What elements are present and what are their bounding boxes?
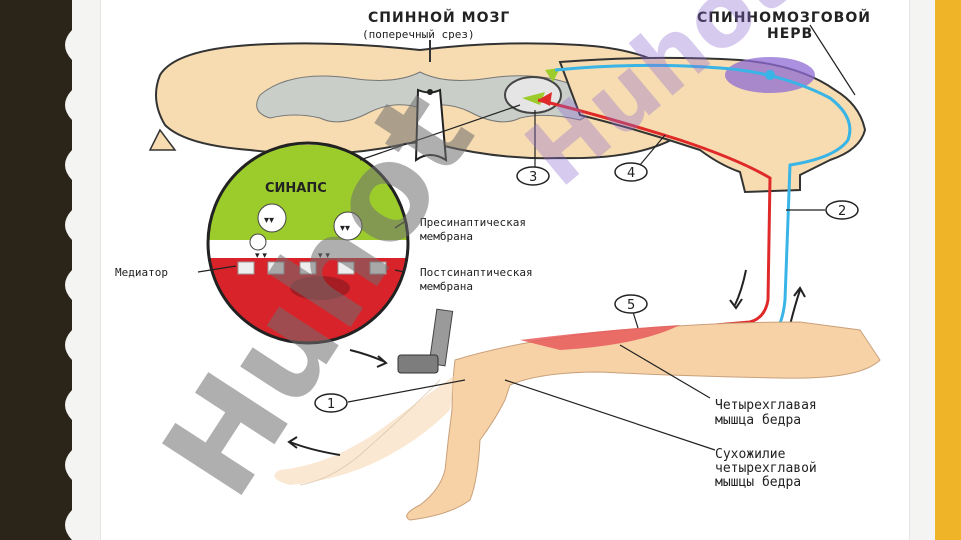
synapse-label: СИНАПС [265, 181, 327, 196]
presynaptic-label: Пресинаптическая [420, 216, 526, 229]
marker-3: 3 [516, 166, 550, 186]
svg-text:▾ ▾: ▾ ▾ [318, 251, 330, 261]
spinal-cord-section [148, 40, 695, 162]
svg-text:3: 3 [529, 170, 537, 185]
muscle-label-2: мышца бедра [715, 413, 801, 428]
nerve-title: СПИННОМОЗГОВОЙ [697, 9, 871, 26]
reflex-hammer-icon [349, 308, 454, 374]
anterior-fissure [414, 88, 448, 162]
tendon-label-2: четырехглавой [715, 461, 817, 476]
left-wavy-edge [65, 0, 100, 540]
leg-illustration [274, 321, 881, 521]
svg-text:5: 5 [627, 298, 635, 313]
sensory-terminal [545, 68, 560, 82]
quadriceps-muscle [520, 325, 680, 350]
down-arrow-icon [734, 269, 747, 306]
marker-5: 5 [614, 294, 648, 314]
leg-ghost-swing [274, 375, 455, 485]
title-subtitle: (поперечный срез) [362, 28, 475, 41]
svg-text:▾▾: ▾▾ [340, 223, 350, 234]
postsynaptic-label-2: мембрана [420, 280, 473, 293]
nerve-root [558, 56, 867, 194]
marker-1: 1 [314, 393, 348, 413]
svg-text:▾ ▾: ▾ ▾ [255, 251, 267, 261]
svg-text:2: 2 [838, 204, 846, 219]
synapse-leader-line [359, 104, 521, 161]
motor-arrow-head [538, 92, 552, 106]
tendon-label-3: мышцы бедра [715, 475, 801, 490]
left-decor-band [0, 0, 72, 540]
svg-text:4: 4 [627, 166, 635, 181]
mediator-label: Медиатор [115, 266, 168, 279]
postsynaptic-label: Постсинаптическая [420, 266, 533, 279]
central-canal [427, 89, 433, 95]
leg-main [406, 321, 881, 521]
tendon-label: Сухожилие [715, 447, 786, 462]
kick-arrow-icon [289, 441, 341, 456]
svg-text:▾▾: ▾▾ [264, 215, 274, 226]
svg-text:1: 1 [327, 397, 335, 412]
marker-4: 4 [614, 162, 648, 182]
nerve-title-2: НЕРВ [767, 26, 813, 42]
title-spinal-cord: СПИННОЙ МОЗГ [368, 9, 510, 26]
sensory-neuron-body [765, 70, 775, 80]
nerve-root-left [148, 128, 177, 151]
marker-2: 2 [825, 200, 859, 220]
right-accent-band [935, 0, 961, 540]
presynaptic-label-2: мембрана [420, 230, 473, 243]
muscle-label: Четырехглавая [715, 398, 817, 413]
